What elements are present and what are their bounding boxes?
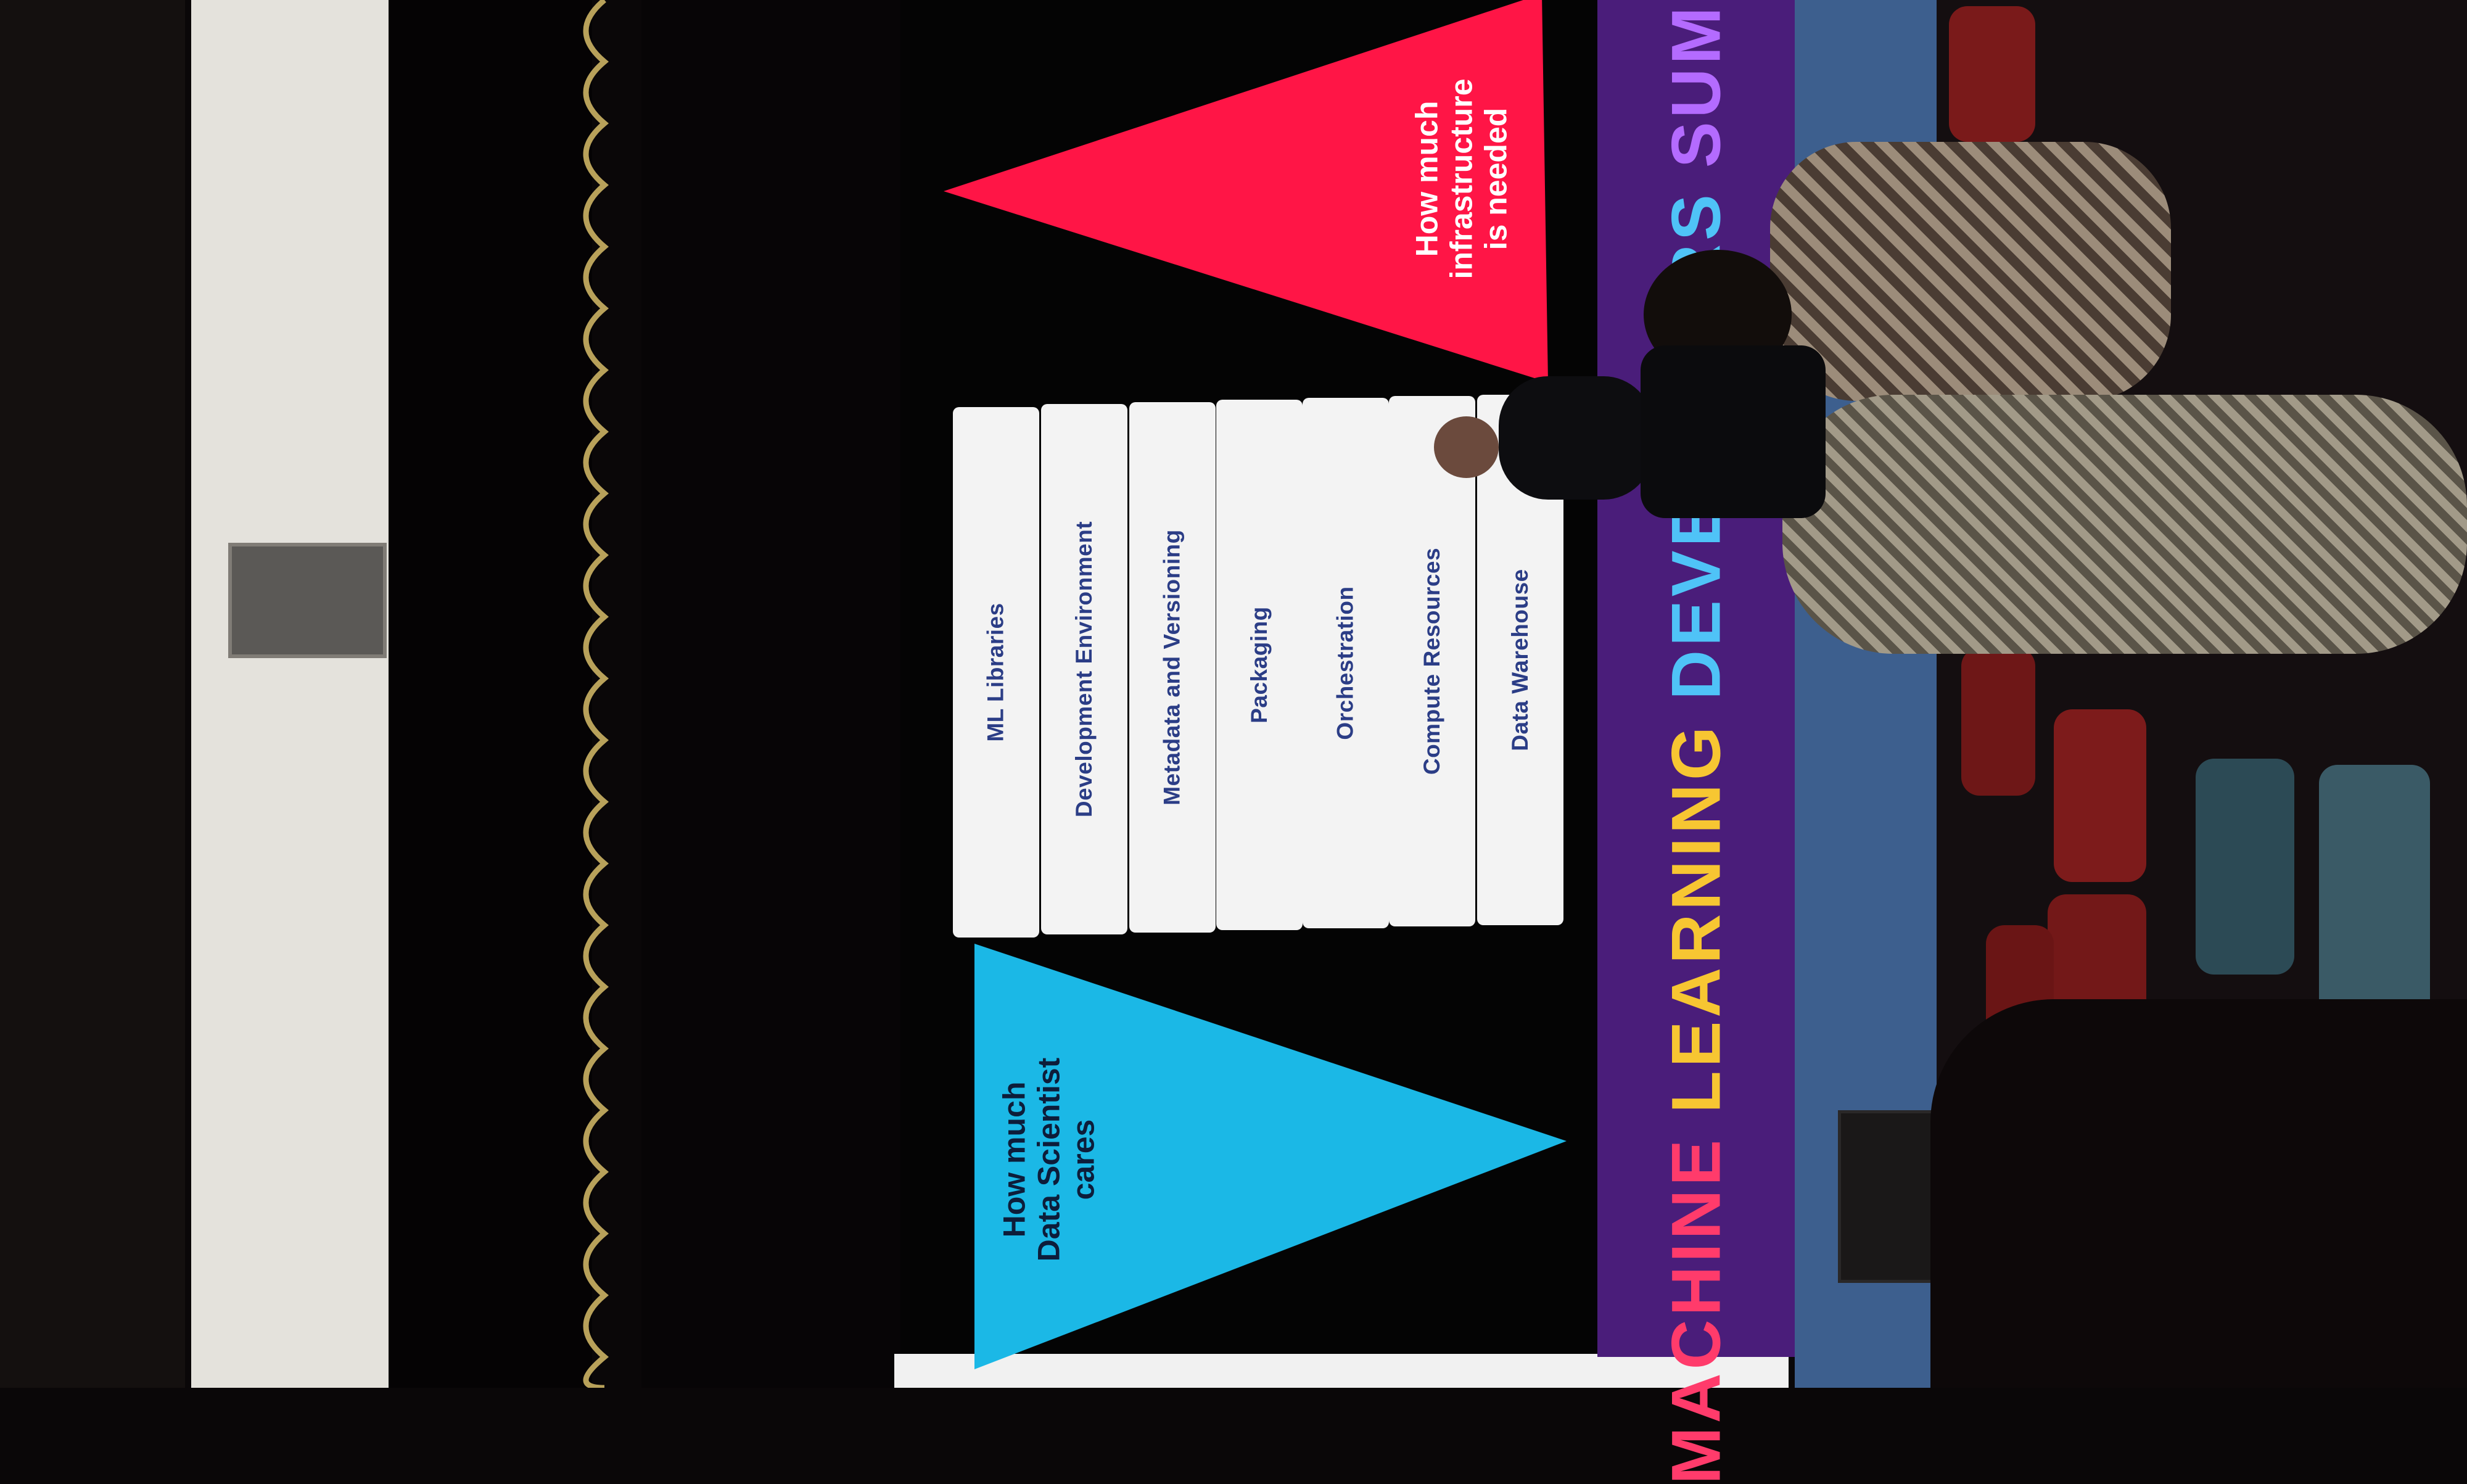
speaker-body <box>1499 376 1653 500</box>
data-scientist-triangle <box>974 944 1567 1369</box>
ceiling-edge <box>389 0 592 1388</box>
wall-panel <box>191 0 389 1388</box>
infrastructure-triangle <box>944 0 1548 382</box>
video-camera <box>1641 345 1826 518</box>
layer-development-environment: Development Environment <box>1041 404 1127 934</box>
infrastructure-triangle-label: How much infrastructure is needed <box>1410 78 1514 279</box>
seat <box>1961 648 2035 796</box>
seat <box>2196 759 2294 975</box>
data-scientist-triangle-label: How much Data Scientist cares <box>997 1057 1101 1262</box>
seat <box>1949 6 2035 142</box>
banner-word-4: SUMMIT <box>1657 0 1735 168</box>
event-banner <box>1597 0 1795 1357</box>
foreground-silhouette <box>1930 999 2467 1388</box>
layer-metadata-and-versioning: Metadata and Versioning <box>1129 402 1216 933</box>
layer-packaging: Packaging <box>1216 400 1303 930</box>
curtain-trim <box>583 0 609 1388</box>
speaker-head <box>1434 416 1499 478</box>
banner-word-2: LEARNING <box>1657 722 1735 1113</box>
stage-drape <box>641 0 900 1388</box>
layer-orchestration: Orchestration <box>1303 398 1389 928</box>
person-plaid-shirt <box>1770 142 2171 401</box>
layer-compute-resources: Compute Resources <box>1389 396 1475 926</box>
person-seated <box>1782 395 2467 654</box>
event-banner-title: MACHINE LEARNING DEVELOPERS SUMMIT <box>1622 0 1770 1484</box>
wall-dark-strip <box>0 0 185 1388</box>
wall-vent <box>228 543 387 658</box>
layer-ml-libraries: ML Libraries <box>953 407 1039 938</box>
banner-word-1: MACHINE <box>1657 1136 1735 1484</box>
seat <box>2054 709 2146 882</box>
seat <box>2319 765 2430 1024</box>
screen-bottom-frame <box>894 1354 1789 1388</box>
